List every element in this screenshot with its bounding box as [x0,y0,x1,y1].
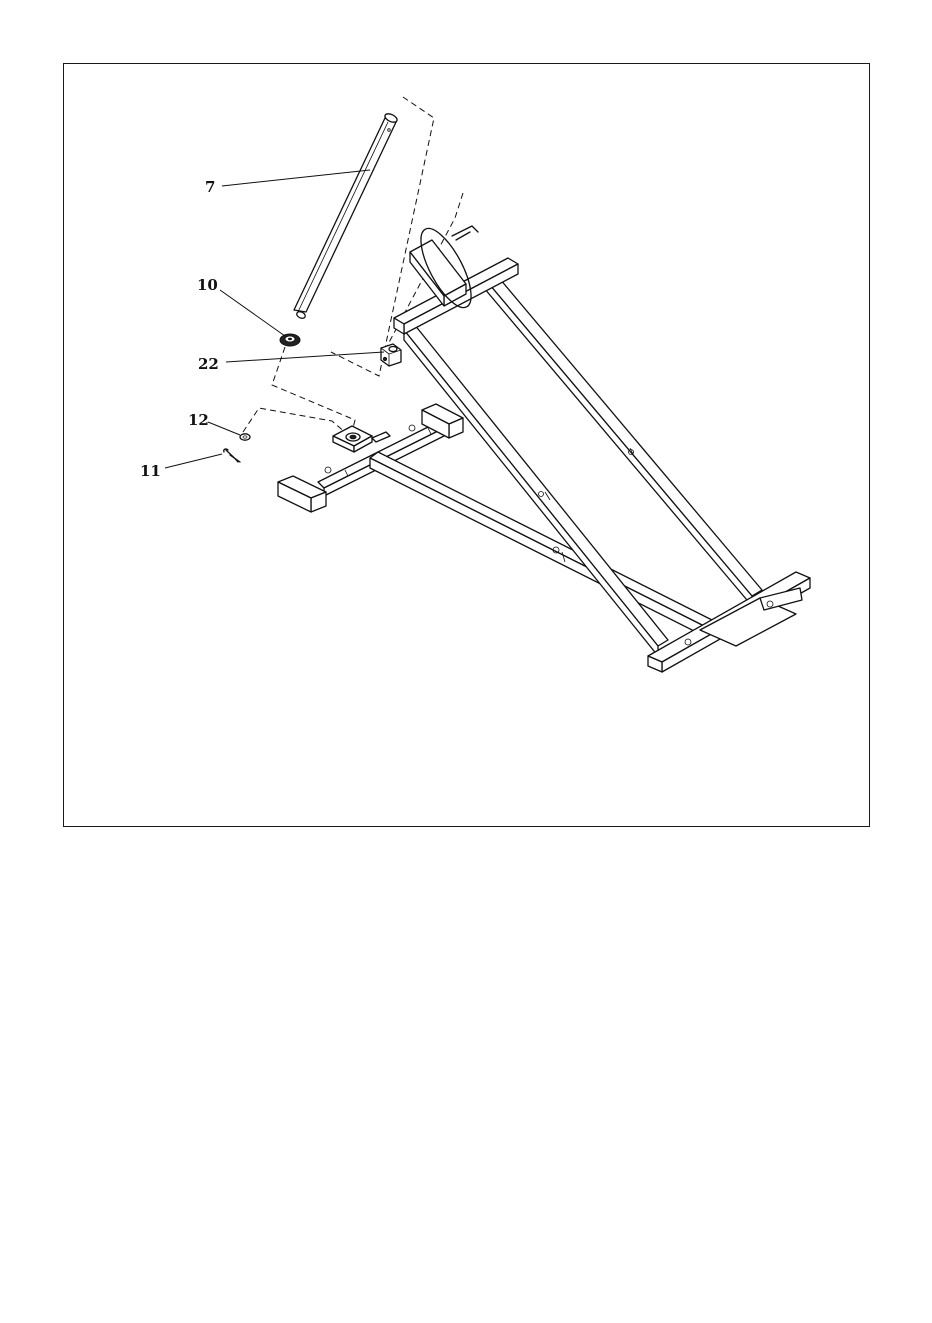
leader-7 [222,170,370,186]
label-part-11: 11 [140,462,161,480]
label-part-7: 7 [205,178,215,196]
leader-12 [208,422,240,435]
leader-11 [165,454,222,468]
top-crossbar [394,222,518,334]
washer [240,434,250,440]
bushing-block [381,344,401,366]
label-part-22: 22 [198,355,219,373]
leader-10 [220,290,285,336]
upright-tube [294,112,398,320]
label-part-10: 10 [197,276,218,294]
lock-pin [224,449,240,462]
incline-frame-right-rail [484,272,762,606]
leader-22 [226,352,384,362]
assembly-path-base [272,347,355,432]
label-part-12: 12 [188,411,209,429]
pivot-socket [333,426,390,452]
bearing [280,334,300,346]
assembly-path-pin [243,408,346,433]
bottom-crossbar [648,572,810,672]
